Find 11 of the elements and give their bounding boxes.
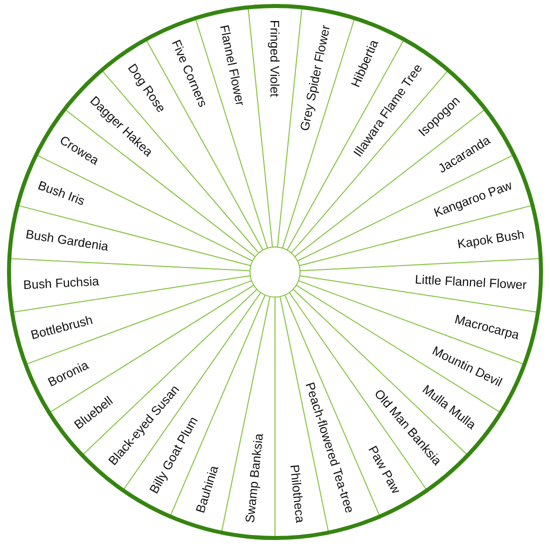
segment-label: Fringed Violet — [268, 20, 282, 97]
segment-label: Little Flannel Flower — [414, 272, 527, 292]
segment-label: Swamp Banksia — [242, 432, 266, 524]
segment-label: Bush Gardenia — [24, 227, 110, 254]
segment-label: Kapok Bush — [456, 227, 526, 252]
segment-label: Bush Iris — [36, 178, 87, 208]
segment-label: Grey Spider Flower — [298, 24, 333, 132]
segment-label: Bush Fuchsia — [23, 274, 100, 292]
segment-label: Paw Paw — [366, 444, 404, 496]
segment-label: Flannel Flower — [217, 24, 248, 107]
segment-label: Philotheca — [287, 464, 308, 524]
